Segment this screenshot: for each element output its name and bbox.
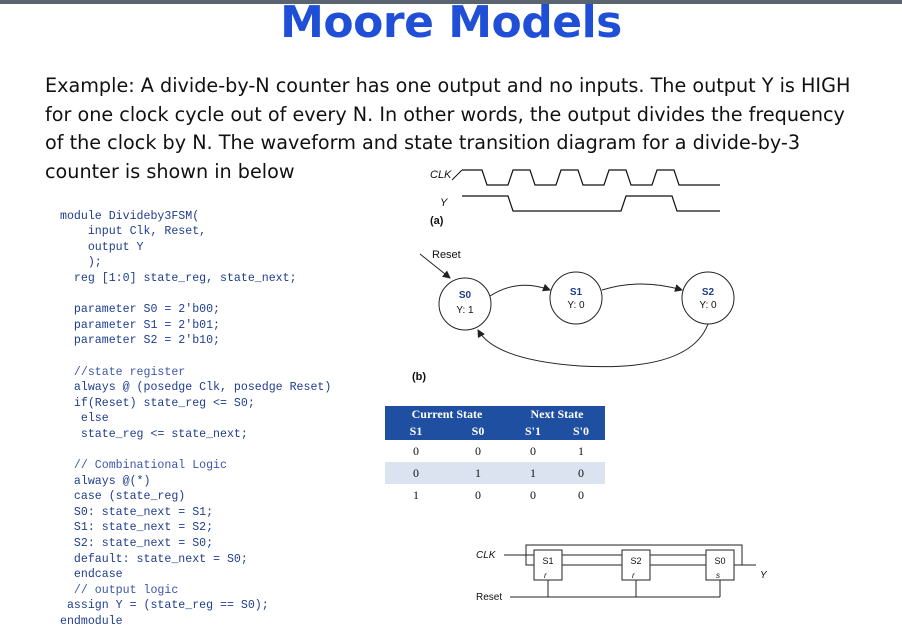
code-line: assign Y = (state_reg == S0); xyxy=(60,599,269,613)
table-row: 0 1 1 0 xyxy=(385,462,605,484)
code-comment: // output logic xyxy=(60,583,179,597)
reset-label: Reset xyxy=(432,249,461,261)
table-cell: 1 xyxy=(446,462,509,484)
table-cell: 0 xyxy=(529,487,536,502)
transition-s0-s1 xyxy=(489,283,551,297)
table-row: 1 0 0 0 xyxy=(385,484,605,506)
y-waveform xyxy=(462,195,720,212)
intro-paragraph: Example: A divide-by-N counter has one o… xyxy=(45,74,851,183)
state-s0-output: Y: 1 xyxy=(456,305,474,316)
code-line: parameter S1 = 2'b01; xyxy=(60,318,221,332)
table-row: 0 0 0 1 xyxy=(385,440,605,462)
table-cell: 0 xyxy=(474,443,481,458)
state-s1 xyxy=(549,271,603,325)
slide-title: Moore Models xyxy=(280,0,622,48)
waveform-part-label: (a) xyxy=(430,215,444,227)
table-cell: 0 xyxy=(556,462,605,484)
clk-label: CLK xyxy=(430,169,452,181)
top-border xyxy=(0,0,902,4)
code-line: endcase xyxy=(60,568,123,582)
code-line: S1: state_next = S2; xyxy=(60,521,214,535)
code-line: module Divideby3FSM( xyxy=(60,209,200,223)
clk-waveform xyxy=(462,169,720,186)
circuit-reset-label: Reset xyxy=(476,592,502,603)
table-subheader: S'0 xyxy=(556,423,605,440)
code-line: ); xyxy=(60,256,102,270)
flip-flop-s1-reset-mark: r xyxy=(544,571,547,580)
circuit-clk-label: CLK xyxy=(476,550,497,561)
figure-area: CLK Y (a) Reset S0 Y: 1 S1 Y: 0 S2 Y: 0 … xyxy=(390,150,902,620)
transition-s1-s2 xyxy=(601,283,683,292)
state-s1-name: S1 xyxy=(570,287,583,298)
table-cell: 0 xyxy=(529,443,536,458)
flip-flop-s0-label: S0 xyxy=(714,556,725,566)
state-s2-output: Y: 0 xyxy=(699,300,717,311)
code-line: default: state_next = S0; xyxy=(60,552,248,566)
code-line: if(Reset) state_reg <= S0; xyxy=(60,396,255,410)
code-line: always @(*) xyxy=(60,474,151,488)
code-comment: // Combinational Logic xyxy=(60,459,227,473)
code-line: reg [1:0] state_reg, state_next; xyxy=(60,271,297,285)
flip-flop-s2-label: S2 xyxy=(630,556,641,566)
code-line: parameter S0 = 2'b00; xyxy=(60,303,221,317)
code-line: always @ (posedge Clk, posedge Reset) xyxy=(60,381,332,395)
code-line: parameter S2 = 2'b10; xyxy=(60,334,221,348)
state-s0-name: S0 xyxy=(459,290,472,301)
table-cell: 1 xyxy=(412,487,419,502)
clk-label-tick xyxy=(451,169,463,181)
table-cell: 0 xyxy=(474,487,481,502)
verilog-code-block: module Divideby3FSM( input Clk, Reset, o… xyxy=(60,193,331,630)
table-header-current: Current State xyxy=(385,406,509,423)
feedback-wire xyxy=(525,544,743,566)
table-subheader: S0 xyxy=(446,423,509,440)
code-line: state_reg <= state_next; xyxy=(60,427,248,441)
state-s2-name: S2 xyxy=(702,287,715,298)
state-s2 xyxy=(681,271,735,325)
code-line: output Y xyxy=(60,240,144,254)
state-s1-output: Y: 0 xyxy=(567,300,585,311)
code-line: S2: state_next = S0; xyxy=(60,537,214,551)
circuit-output-label: Y xyxy=(760,570,768,581)
flip-flop-s1 xyxy=(533,549,563,581)
code-line: case (state_reg) xyxy=(60,490,186,504)
flip-flop-s2 xyxy=(621,549,651,581)
diagram-part-label: (b) xyxy=(412,371,426,383)
reset-arrow xyxy=(419,253,451,279)
y-label: Y xyxy=(440,197,448,209)
flip-flop-s2-reset-mark: r xyxy=(632,571,635,580)
table-cell: 1 xyxy=(508,462,557,484)
code-comment: //state register xyxy=(60,365,186,379)
table-cell: 0 xyxy=(385,462,447,484)
table-cell: 1 xyxy=(577,443,584,458)
transition-s2-s0 xyxy=(477,323,709,368)
state-transition-table: Current State Next State S1 S0 S'1 S'0 0… xyxy=(385,406,605,506)
flip-flop-s0-set-mark: s xyxy=(716,571,720,580)
code-line: input Clk, Reset, xyxy=(60,225,207,239)
table-cell: 0 xyxy=(577,487,584,502)
table-subheader: S1 xyxy=(385,423,447,440)
code-line: S0: state_next = S1; xyxy=(60,505,214,519)
code-line: else xyxy=(60,412,109,426)
table-header-next: Next State xyxy=(508,406,605,423)
code-line: endmodule xyxy=(60,615,123,629)
table-cell: 0 xyxy=(412,443,419,458)
state-s0 xyxy=(438,277,492,331)
table-subheader: S'1 xyxy=(508,423,557,440)
flip-flop-s1-label: S1 xyxy=(542,556,553,566)
